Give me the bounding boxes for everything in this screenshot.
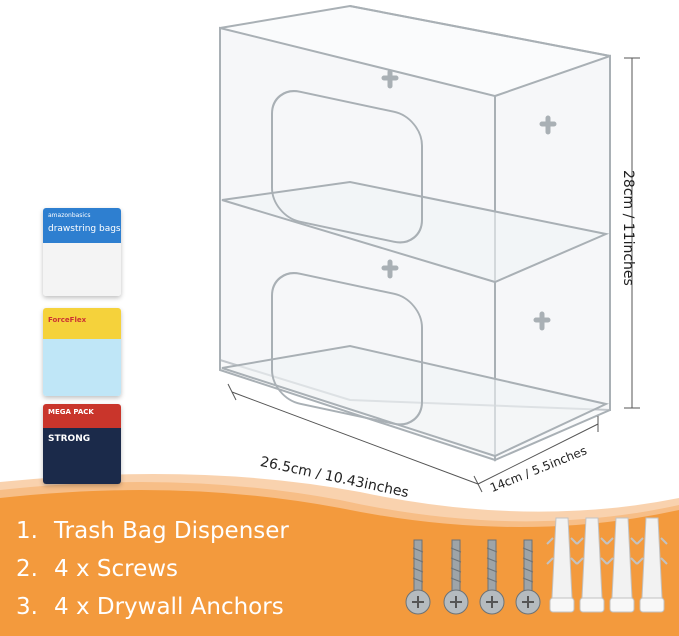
list-item: 1. Trash Bag Dispenser — [16, 512, 289, 550]
middle-shelf — [221, 180, 610, 284]
box-product-name: STRONG — [48, 434, 91, 444]
drywall-anchor — [576, 517, 608, 613]
keyhole-upper-back — [381, 69, 399, 89]
screws — [405, 539, 541, 615]
screw — [443, 539, 469, 615]
drywall-anchor — [606, 517, 638, 613]
list-item-label: 4 x Drywall Anchors — [54, 594, 284, 620]
depth-dimension-line — [477, 423, 599, 485]
package-contents-list: 1. Trash Bag Dispenser 2. 4 x Screws 3. … — [16, 512, 289, 626]
box-tag: MEGA PACK — [48, 408, 94, 416]
trash-bag-box-amazonbasics: amazonbasics drawstring bags — [43, 208, 121, 296]
keyhole-lower-back — [381, 259, 399, 279]
lower-opening — [271, 272, 423, 426]
list-item: 3. 4 x Drywall Anchors — [16, 588, 289, 626]
drywall-anchor — [636, 517, 668, 613]
top-edge — [349, 5, 611, 57]
box-brand: ForceFlex — [48, 316, 87, 324]
upper-opening — [271, 90, 423, 244]
bottom-shelf — [221, 344, 610, 458]
trash-bag-box-forceflex: ForceFlex — [43, 308, 121, 396]
list-item-number: 1. — [16, 518, 38, 544]
screw — [479, 539, 505, 615]
list-item-label: 4 x Screws — [54, 556, 179, 582]
orange-banner — [0, 482, 679, 636]
acrylic-dispenser — [219, 4, 611, 462]
box-brand: amazonbasics — [48, 212, 91, 219]
trash-bag-box-mega-pack: MEGA PACK STRONG — [43, 404, 121, 484]
height-dimension-label: 28cm / 11inches — [620, 170, 636, 286]
list-item: 2. 4 x Screws — [16, 550, 289, 588]
list-item-number: 3. — [16, 594, 38, 620]
keyhole-lower-side — [533, 311, 551, 331]
screw — [515, 539, 541, 615]
keyhole-upper-side — [539, 115, 557, 135]
width-dimension-line — [231, 391, 479, 485]
drywall-anchor — [546, 517, 578, 613]
box-product-name: drawstring bags — [48, 224, 121, 234]
drywall-anchors — [546, 517, 668, 613]
list-item-label: Trash Bag Dispenser — [54, 518, 289, 544]
screw — [405, 539, 431, 615]
banner-highlight — [0, 474, 679, 528]
dimension-lines — [227, 57, 640, 493]
list-item-number: 2. — [16, 556, 38, 582]
